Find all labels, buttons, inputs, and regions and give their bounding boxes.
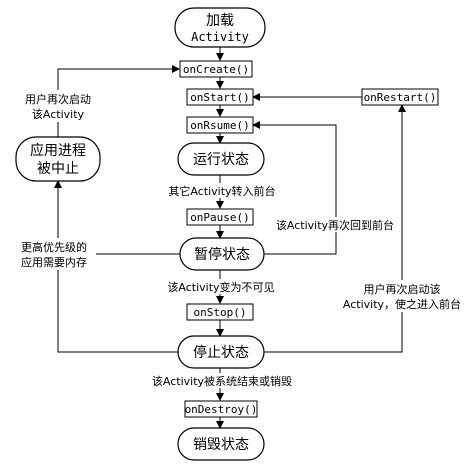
paused-state-label: 暂停状态 xyxy=(194,246,250,263)
load-activity-node: 加载 Activity xyxy=(174,7,266,48)
load-activity-label-line1: 加载 xyxy=(206,13,234,29)
stopped-state-label: 停止状态 xyxy=(193,344,249,361)
onpause-method-label: onPause() xyxy=(190,211,250,224)
ondestroy-method-label: onDestroy() xyxy=(185,403,258,416)
onstart-method-label: onStart() xyxy=(190,91,250,104)
process-killed-label-line1: 应用进程 xyxy=(30,142,86,159)
edge-paused-to-onresume xyxy=(252,121,337,255)
edge-stopped-to-onrestart xyxy=(264,104,406,353)
process-killed-node: 应用进程 被中止 xyxy=(15,136,101,182)
paused-state-node: 暂停状态 xyxy=(179,237,265,271)
onrestart-method-label: onRestart() xyxy=(364,91,437,104)
label-user-restart-line1: 用户再次启动 xyxy=(25,92,91,106)
label-activity-destroyed: 该Activity被系统结束或销毁 xyxy=(152,374,292,388)
label-user-restart-front-line1: 用户再次启动该 xyxy=(364,282,441,296)
process-killed-label-line2: 被中止 xyxy=(37,161,79,177)
stopped-state-node: 停止状态 xyxy=(177,335,265,369)
ondestroy-method-box: onDestroy() xyxy=(184,400,258,418)
onstart-method-box: onStart() xyxy=(186,88,254,106)
label-activity-invisible: 该Activity变为不可见 xyxy=(167,280,274,294)
destroyed-state-label: 销毁状态 xyxy=(193,437,249,453)
onstop-method-box: onStop() xyxy=(186,303,254,321)
onresume-method-box: onRsume() xyxy=(186,116,254,134)
label-user-restart-front-line2: Activity，使之进入前台 xyxy=(343,297,461,311)
label-higher-priority-line1: 更高优先级的 xyxy=(21,240,87,254)
onresume-method-label: onRsume() xyxy=(190,119,250,132)
label-activity-back-front: 该Activity再次回到前台 xyxy=(276,218,394,232)
onpause-method-box: onPause() xyxy=(186,208,254,226)
oncreate-method-label: onCreate() xyxy=(183,63,249,76)
label-other-activity-front: 其它Activity转入前台 xyxy=(168,184,275,198)
destroyed-state-node: 销毁状态 xyxy=(177,427,265,461)
running-state-label: 运行状态 xyxy=(193,152,249,168)
onstop-method-label: onStop() xyxy=(194,306,247,319)
running-state-node: 运行状态 xyxy=(177,142,265,176)
label-higher-priority-line2: 应用需要内存 xyxy=(21,255,87,269)
load-activity-label-line2: Activity xyxy=(191,30,249,44)
label-user-restart-line2: 该Activity xyxy=(32,107,85,121)
onrestart-method-box: onRestart() xyxy=(361,88,439,106)
oncreate-method-box: onCreate() xyxy=(179,60,253,78)
